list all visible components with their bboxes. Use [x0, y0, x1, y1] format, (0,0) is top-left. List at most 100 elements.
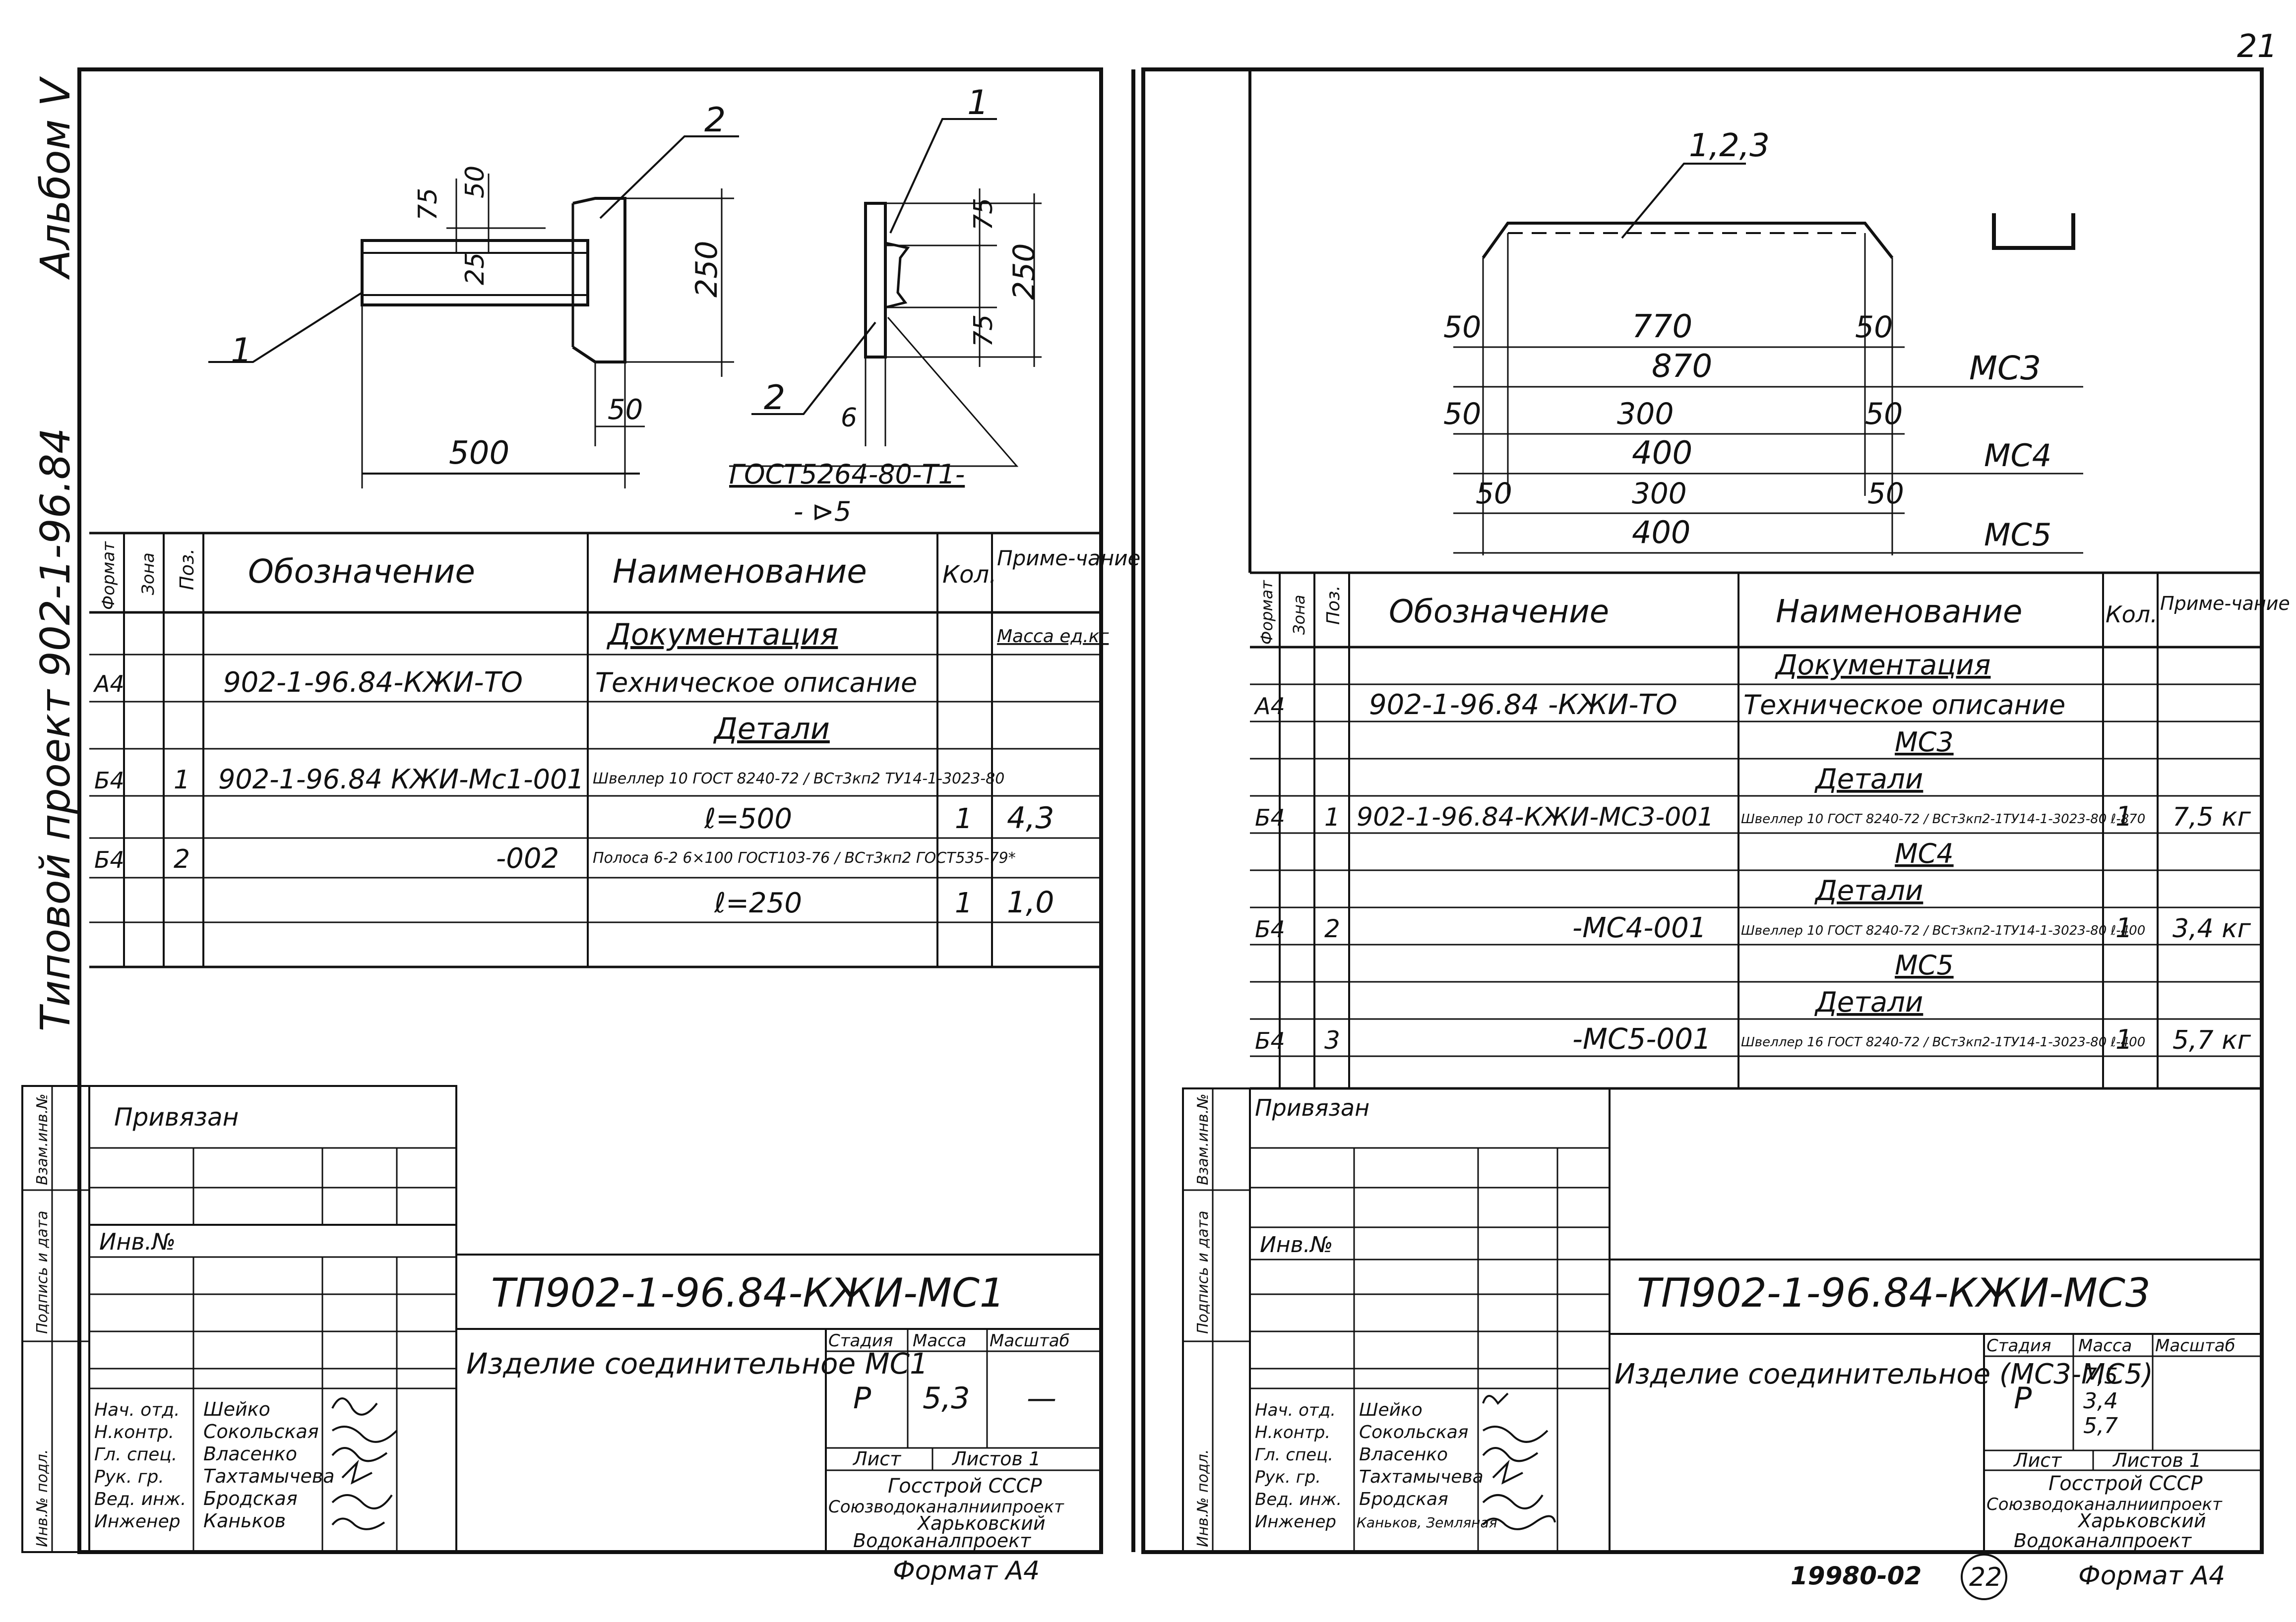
- row-name: МС4: [1895, 838, 1954, 869]
- dim-250: 250: [689, 240, 724, 298]
- person-role: Вед. инж.: [1255, 1490, 1342, 1509]
- row-note: 1,0: [1007, 885, 1054, 920]
- header-format: Формат: [99, 541, 119, 610]
- person-role: Нач. отд.: [1255, 1400, 1336, 1420]
- left-sheet: [21, 67, 1135, 1554]
- row-name: ℓ=250: [714, 887, 802, 919]
- header-zone: Зона: [138, 552, 158, 595]
- dim-row-mc4-d2: 300: [1617, 397, 1674, 431]
- dim-row-mc5-d3: 50: [1867, 477, 1904, 510]
- sheet-label: Лист: [2013, 1449, 2062, 1471]
- scale-label: Масштаб: [2155, 1336, 2235, 1356]
- row-designation: 902-1-96.84-КЖИ-МС3-001: [1357, 802, 1714, 832]
- dim-row-mc4-total: 400: [1632, 435, 1692, 472]
- row-designation: -МС5-001: [1572, 1022, 1711, 1056]
- row-note: 5,7 кг: [2172, 1025, 2251, 1055]
- row-name: Швеллер 10 ГОСТ 8240-72 / ВСт3кп2 ТУ14-1…: [593, 770, 1004, 787]
- stage-value: Р: [2014, 1381, 2032, 1416]
- stamp-code: ТП902-1-96.84-КЖИ-МС3: [1637, 1270, 2151, 1316]
- person-name: Сокольская: [1359, 1422, 1468, 1442]
- side-label: Инв.№ подл.: [1194, 1449, 1212, 1547]
- header-pos: Поз.: [176, 548, 198, 590]
- org-line: Харьковский: [917, 1512, 1046, 1534]
- person-name: Власенко: [203, 1443, 297, 1465]
- page-number: 21: [2237, 28, 2277, 65]
- header-zone: Зона: [1290, 595, 1308, 635]
- mass-label: Масса: [2078, 1336, 2132, 1356]
- row-name: Документация: [1774, 649, 1990, 681]
- stamp-inv: Инв.№: [99, 1228, 176, 1255]
- org-line: Водоканалпроект: [853, 1530, 1032, 1552]
- side-label: Инв.№ подл.: [34, 1449, 51, 1547]
- stage-value: Р: [853, 1381, 871, 1416]
- person-role: Н.контр.: [94, 1422, 174, 1442]
- mass-value: 3,4: [2083, 1388, 2118, 1414]
- header-name: Наименование: [1776, 594, 2022, 630]
- row-name: Техническое описание: [595, 667, 917, 698]
- person-role: Н.контр.: [1255, 1423, 1330, 1442]
- row-format: Б4: [1255, 916, 1285, 943]
- row-name: Детали: [1814, 875, 1923, 907]
- person-name: Каньков, Земляная: [1357, 1514, 1497, 1531]
- row-name: Детали: [713, 712, 830, 746]
- sheets-label: Листов 1: [951, 1448, 1041, 1470]
- album-label: Альбом V: [32, 76, 79, 280]
- right-sheet: [1141, 67, 2264, 1554]
- dim-500: 500: [449, 435, 509, 472]
- mass-value: 5,3: [923, 1381, 970, 1416]
- row-pos: 2: [174, 844, 190, 874]
- dim-row-mc3-d1: 50: [1443, 310, 1481, 345]
- person-name: Сокольская: [203, 1421, 319, 1442]
- dim-6: 6: [841, 403, 857, 433]
- scale-value: —: [1027, 1381, 1056, 1416]
- stamp-title: Изделие соединительное МС1: [466, 1347, 928, 1381]
- position-label-2: 2: [704, 101, 726, 140]
- row-note: 7,5 кг: [2172, 802, 2251, 832]
- side-label: Подпись и дата: [1194, 1211, 1212, 1334]
- right-drawing-labels: 1,2,3 50 770 50 870 МС3 50 300 50 400 МС…: [1443, 127, 2051, 553]
- person-name: Шейко: [1359, 1400, 1423, 1420]
- row-name: Техническое описание: [1743, 689, 2065, 721]
- mark-mc4: МС4: [1984, 437, 2051, 474]
- person-name: Тахтамычева: [1359, 1467, 1484, 1487]
- person-name: Каньков: [203, 1510, 286, 1532]
- row-name: Швеллер 10 ГОСТ 8240-72 / ВСт3кп2-1ТУ14-…: [1741, 812, 2145, 827]
- sheets-label: Листов 1: [2112, 1449, 2201, 1471]
- person-role: Гл. спец.: [1255, 1445, 1333, 1465]
- row-designation: 902-1-96.84 -КЖИ-ТО: [1369, 689, 1677, 721]
- row-designation: 902-1-96.84-КЖИ-ТО: [223, 666, 523, 699]
- stamp-title: Изделие соединительное (МС3-МС5): [1614, 1358, 2153, 1390]
- footer-page-circle: [1961, 1554, 2007, 1600]
- header-qty: Кол.: [2106, 601, 2158, 628]
- header-designation: Обозначение: [1389, 594, 1609, 630]
- dim-row-mc3-d2: 770: [1632, 308, 1692, 345]
- scale-label: Масштаб: [990, 1331, 1070, 1351]
- dim-50b: 50: [608, 394, 643, 426]
- stamp-people: Нач. отд. Шейко Н.контр. Сокольская Гл. …: [1255, 1400, 1497, 1532]
- side-label: Подпись и дата: [34, 1211, 51, 1334]
- org-line: Госстрой СССР: [888, 1475, 1042, 1498]
- signatures-image: [331, 1397, 398, 1530]
- stamp-privyazan: Привязан: [114, 1103, 239, 1132]
- row-name: МС5: [1895, 950, 1954, 981]
- org-line: Союзводоканалниипроект: [1986, 1495, 2223, 1514]
- stamp-privyazan: Привязан: [1255, 1094, 1369, 1121]
- row-pos: 3: [1324, 1026, 1340, 1055]
- row-note: 3,4 кг: [2172, 914, 2251, 944]
- left-spec-table: Формат Зона Поз. Обозначение Наименовани…: [93, 541, 1140, 920]
- person-name: Бродская: [1359, 1489, 1448, 1509]
- position-label-1: 1: [231, 331, 252, 370]
- row-name: Детали: [1814, 986, 1923, 1019]
- left-drawing-labels: 1 2 1 2 75 50 25 250 500 50 75 250 75 6 …: [231, 83, 1042, 527]
- person-role: Нач. отд.: [94, 1400, 180, 1420]
- row-note: Масса ед.кг: [997, 626, 1109, 647]
- dim-row-mc4-d3: 50: [1865, 397, 1903, 431]
- dim-row-mc5-total: 400: [1632, 514, 1690, 550]
- footer-code: 19980-02: [1791, 1562, 1922, 1590]
- dim-row-mc5-d2: 300: [1632, 477, 1687, 510]
- row-qty: 1: [2115, 1024, 2132, 1055]
- row-qty: 1: [2115, 801, 2132, 832]
- dim-75c: 75: [969, 314, 998, 347]
- row-format: Б4: [94, 767, 124, 794]
- person-name: Тахтамычева: [203, 1465, 335, 1487]
